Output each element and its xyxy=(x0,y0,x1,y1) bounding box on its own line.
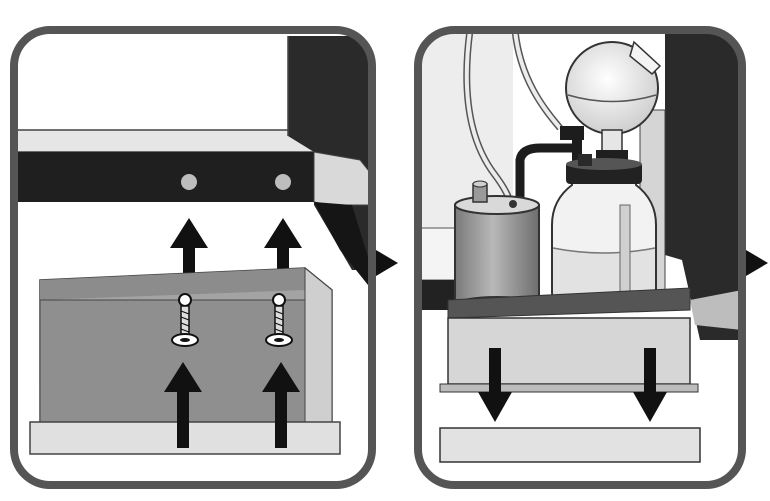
panel-install-shelf xyxy=(418,30,742,485)
cabinet-frame xyxy=(14,36,372,290)
mounting-hole xyxy=(275,174,291,190)
down-arrow xyxy=(478,348,512,422)
right-pointer-arrow xyxy=(376,250,398,276)
down-arrow xyxy=(633,348,667,422)
shelf-bracket xyxy=(29,266,341,455)
mounting-screw xyxy=(171,293,199,347)
panel-border xyxy=(414,26,746,489)
flask-bottle xyxy=(551,154,657,306)
right-pointer-arrow xyxy=(746,250,768,276)
mounting-screw xyxy=(265,293,293,347)
round-flask xyxy=(565,40,662,160)
up-arrow xyxy=(164,362,202,448)
up-arrow xyxy=(170,218,208,276)
up-arrow xyxy=(264,218,302,276)
panel-border xyxy=(10,26,376,489)
panel-mounting-screws xyxy=(14,30,372,485)
up-arrow xyxy=(262,362,300,448)
mounting-hole xyxy=(181,174,197,190)
vacuum-pump xyxy=(454,180,540,314)
